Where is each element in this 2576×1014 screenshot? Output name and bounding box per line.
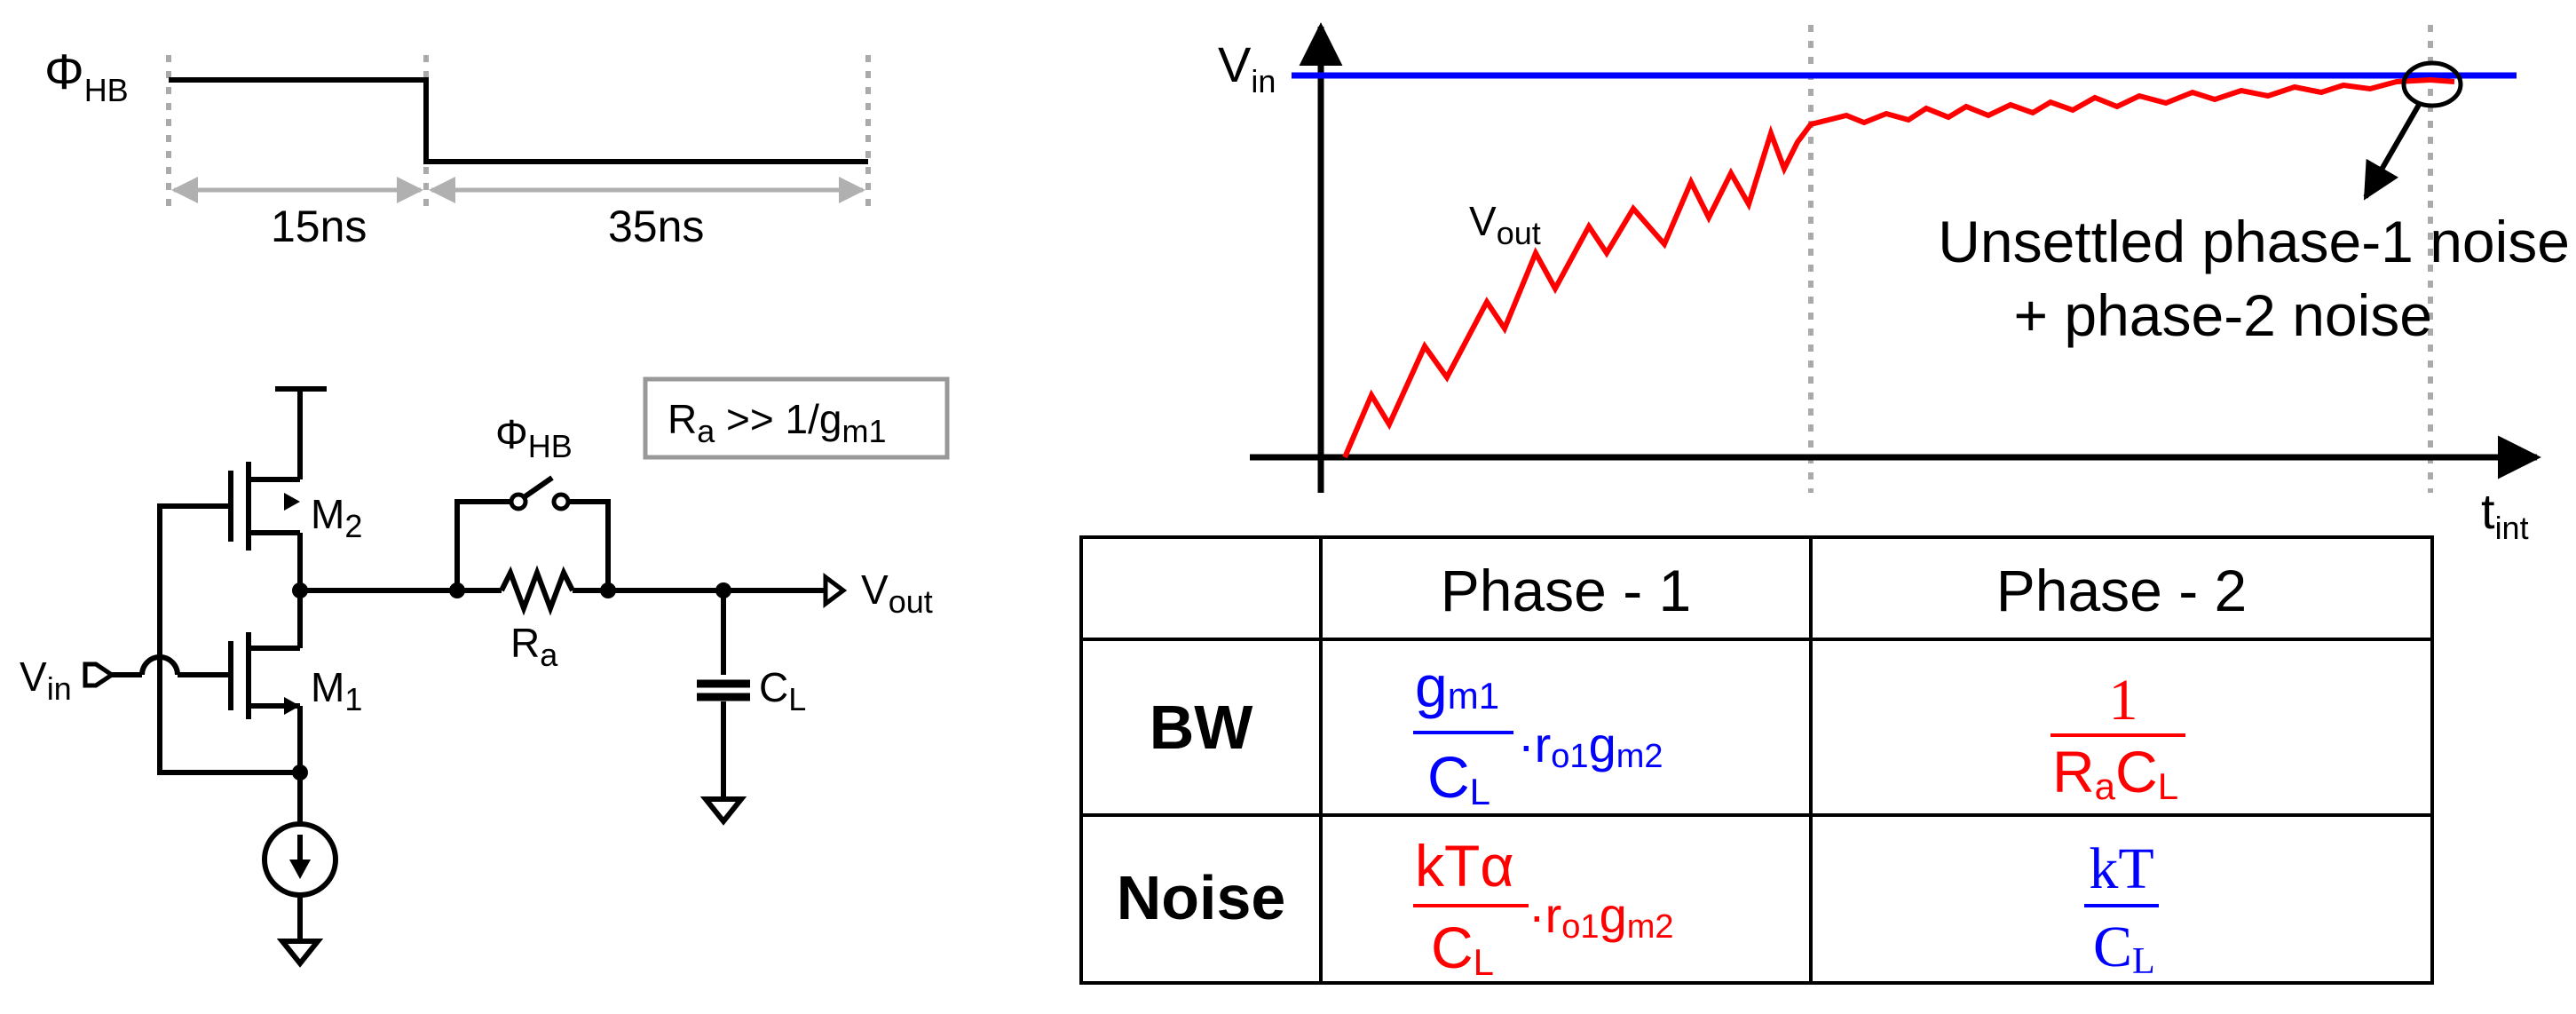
cap-label: CL <box>759 664 806 717</box>
condition-text: Ra >> 1/gm1 <box>668 396 887 449</box>
ground-icon-source <box>276 939 324 968</box>
phase1-duration-label: 15ns <box>271 202 367 251</box>
circuit-labels: M2 M1 Vin Vout ΦHB Ra CL Ra >> 1/gm1 <box>20 396 933 717</box>
settling-plot: Vin tint Vout Unsettled phase-1 noise + … <box>1218 22 2570 546</box>
bw-phase2-formula: 1 RaCL <box>2051 668 2185 807</box>
switch-label: ΦHB <box>495 411 573 464</box>
vout-port-icon <box>823 573 848 608</box>
y-axis-label: Vin <box>1218 36 1276 99</box>
annotation-line-1: Unsettled phase-1 noise <box>1938 209 2570 274</box>
vout-curve-label: Vout <box>1469 198 1541 251</box>
node-dot-r-right <box>600 582 616 598</box>
resistor-label: Ra <box>510 620 558 673</box>
noise-p2-denominator: CL <box>2093 915 2155 982</box>
condition-box <box>643 376 950 460</box>
annotation-arrow <box>2363 103 2422 201</box>
phi-hb-waveform <box>169 77 868 164</box>
comparison-table: Phase - 1 Phase - 2 BW Noise gm1 CL ·ro1… <box>1079 535 2434 985</box>
switch-branch-right <box>568 499 611 590</box>
row-label-noise: Noise <box>1117 863 1286 932</box>
noise-p2-numerator: kT <box>2089 836 2153 901</box>
bw-p1-numerator: gm1 <box>1415 654 1499 719</box>
switch-contact-left <box>509 492 528 511</box>
vout-settling-curve <box>1342 76 2455 459</box>
resistor-zigzag <box>499 565 575 616</box>
noise-phase1-formula: kTα CL ·ro1gm2 <box>1413 833 1674 983</box>
phase2-duration-label: 35ns <box>608 202 704 251</box>
annotation-line-2: + phase-2 noise <box>2013 282 2432 348</box>
bw-p1-multiplier: ·ro1gm2 <box>1518 717 1663 775</box>
noise-p1-multiplier: ·ro1gm2 <box>1529 887 1674 946</box>
bw-phase1-formula: gm1 CL ·ro1gm2 <box>1413 654 1663 812</box>
timing-diagram: ΦHB 15ns 35ns <box>44 44 871 251</box>
switch-contact-right <box>551 492 571 511</box>
noise-phase2-formula: kT CL <box>2084 836 2159 982</box>
header-phase-2: Phase - 2 <box>1996 558 2248 623</box>
vin-label: Vin <box>20 654 72 707</box>
x-axis-label: tint <box>2481 483 2529 546</box>
header-phase-1: Phase - 1 <box>1441 558 1692 623</box>
circuit-details <box>83 376 950 968</box>
m2-gate-feedback-wire <box>157 503 300 775</box>
noise-p1-denominator: CL <box>1431 915 1494 983</box>
vin-port-icon <box>83 661 116 688</box>
noise-p1-numerator: kTα <box>1415 833 1513 899</box>
node-dot-source <box>292 764 308 780</box>
circuit-schematic <box>105 386 826 941</box>
m2-arrow <box>284 493 300 511</box>
table-frame <box>1079 535 2434 985</box>
bw-p2-numerator: 1 <box>2109 668 2138 733</box>
m2-label: M2 <box>311 491 362 544</box>
vout-label: Vout <box>861 566 933 620</box>
bw-p1-denominator: CL <box>1427 744 1490 812</box>
current-source-arrow <box>289 860 311 879</box>
switch-branch-left <box>454 499 513 590</box>
m1-label: M1 <box>311 664 362 717</box>
vin-wire-hop <box>139 654 180 676</box>
node-dot-r-left <box>449 582 465 598</box>
bw-p2-denominator: RaCL <box>2052 739 2178 807</box>
m1-arrow <box>284 697 300 715</box>
node-dot-output <box>292 582 308 598</box>
node-dot-cap <box>715 582 731 598</box>
row-label-bw: BW <box>1150 693 1253 762</box>
unsettled-noise-marker <box>2401 60 2463 108</box>
ground-icon-cap <box>699 796 747 826</box>
timing-signal-label: ΦHB <box>44 44 129 108</box>
